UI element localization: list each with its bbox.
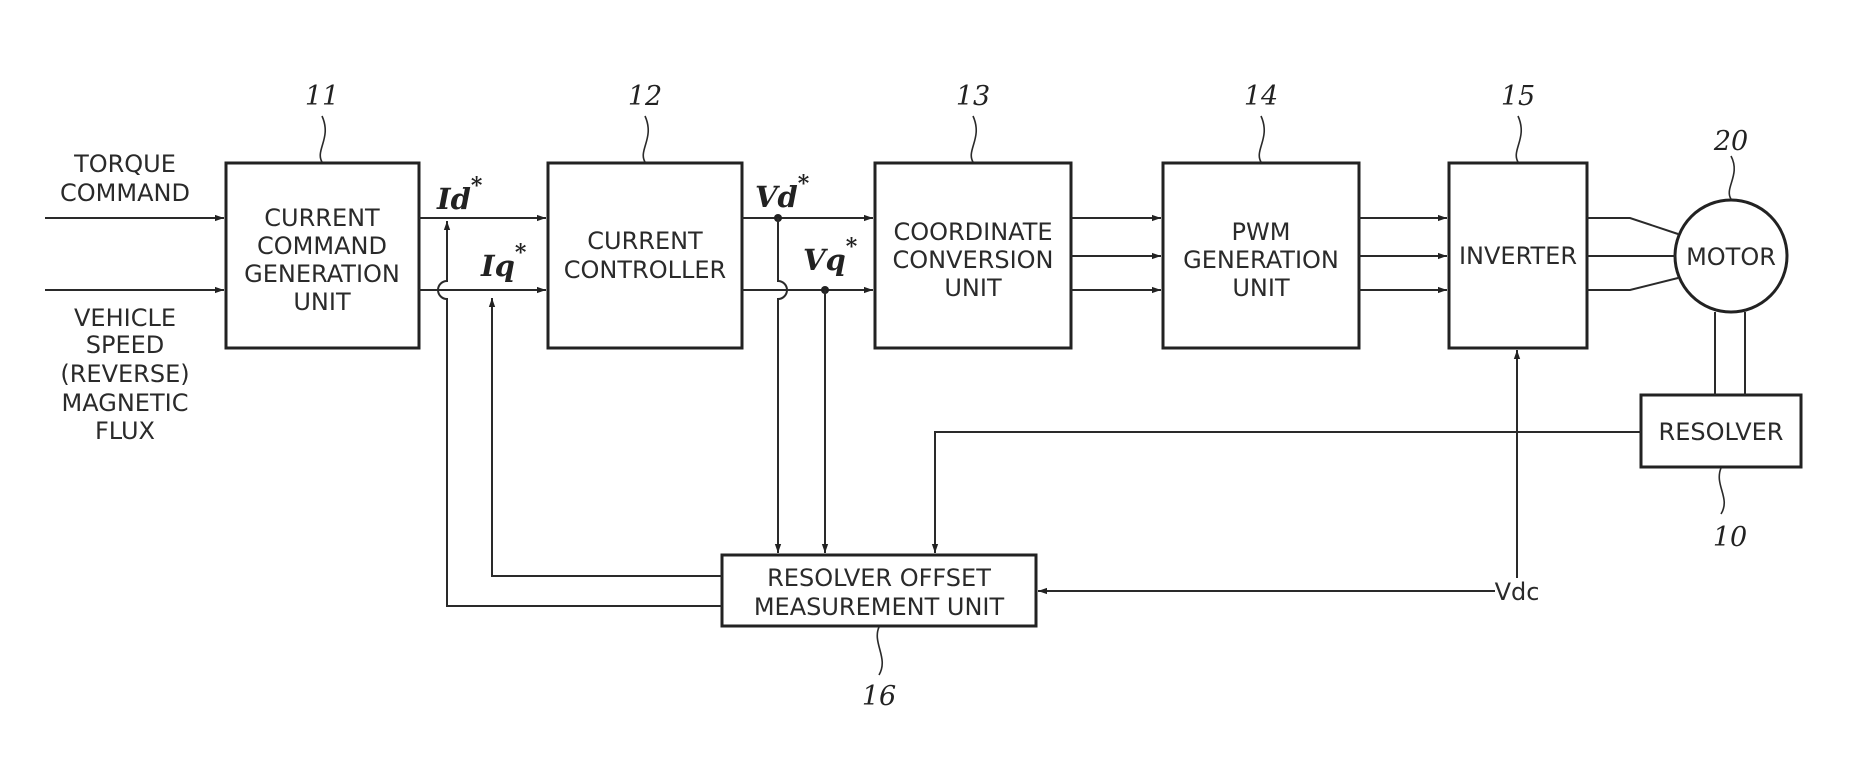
svg-text:COMMAND: COMMAND: [257, 232, 387, 260]
vd-feedback-wire: [778, 218, 787, 553]
svg-text:RESOLVER: RESOLVER: [1659, 418, 1784, 446]
resolver-feedback-wire: [935, 432, 1641, 553]
ref-20: 20: [1713, 126, 1748, 157]
ref-16-leader: [877, 627, 882, 675]
svg-text:CURRENT: CURRENT: [264, 204, 380, 232]
inverter-block: INVERTER: [1449, 163, 1587, 348]
svg-text:TORQUE: TORQUE: [73, 150, 176, 178]
ref-20-leader: [1729, 156, 1734, 199]
svg-text:VEHICLE: VEHICLE: [74, 304, 176, 332]
motor-block: MOTOR: [1675, 200, 1787, 312]
resolver-offset-measurement-block: RESOLVER OFFSET MEASUREMENT UNIT: [722, 555, 1036, 626]
ref-11-leader: [320, 116, 325, 162]
svg-text:RESOLVER OFFSET: RESOLVER OFFSET: [767, 564, 991, 592]
pwm-generation-block: PWM GENERATION UNIT: [1163, 163, 1359, 348]
ref-10-leader: [1719, 468, 1724, 514]
vd-command-label: Vd*: [755, 171, 810, 214]
svg-text:CONTROLLER: CONTROLLER: [564, 256, 726, 284]
svg-text:SPEED: SPEED: [86, 331, 165, 359]
svg-text:MAGNETIC: MAGNETIC: [62, 389, 189, 417]
vehicle-speed-label: VEHICLE SPEED (REVERSE) MAGNETIC FLUX: [60, 304, 189, 445]
svg-text:GENERATION: GENERATION: [244, 260, 400, 288]
vq-command-label: Vq*: [803, 234, 858, 277]
inverter-motor-wire-1: [1587, 218, 1678, 234]
svg-text:COORDINATE: COORDINATE: [893, 218, 1052, 246]
svg-text:INVERTER: INVERTER: [1459, 242, 1577, 270]
ref-12: 12: [628, 81, 662, 112]
ref-15: 15: [1501, 81, 1535, 112]
ref-10: 10: [1713, 522, 1747, 553]
svg-text:FLUX: FLUX: [95, 417, 155, 445]
current-controller-block: CURRENT CONTROLLER: [548, 163, 742, 348]
ref-13-leader: [971, 116, 976, 162]
ref-16: 16: [862, 681, 896, 712]
ref-11: 11: [305, 81, 339, 112]
svg-text:CURRENT: CURRENT: [587, 227, 703, 255]
svg-text:(REVERSE): (REVERSE): [60, 360, 189, 388]
svg-text:PWM: PWM: [1232, 218, 1291, 246]
current-command-generation-block: CURRENT COMMAND GENERATION UNIT: [226, 163, 419, 348]
ref-13: 13: [956, 81, 990, 112]
coordinate-conversion-block: COORDINATE CONVERSION UNIT: [875, 163, 1071, 348]
svg-text:UNIT: UNIT: [944, 274, 1002, 302]
svg-text:MOTOR: MOTOR: [1686, 243, 1776, 271]
ref-12-leader: [643, 116, 648, 162]
id-command-label: Id*: [436, 173, 483, 216]
svg-text:COMMAND: COMMAND: [60, 179, 190, 207]
iq-command-label: Iq*: [480, 240, 527, 283]
ref-14: 14: [1244, 81, 1278, 112]
resolver-block: RESOLVER: [1641, 395, 1801, 467]
svg-text:GENERATION: GENERATION: [1183, 246, 1339, 274]
svg-text:UNIT: UNIT: [293, 288, 351, 316]
ref-14-leader: [1259, 116, 1264, 162]
svg-text:UNIT: UNIT: [1232, 274, 1290, 302]
svg-text:CONVERSION: CONVERSION: [892, 246, 1053, 274]
ref-15-leader: [1516, 116, 1521, 162]
inverter-motor-wire-3: [1587, 278, 1678, 290]
vdc-label: Vdc: [1495, 578, 1540, 606]
torque-command-label: TORQUE COMMAND: [60, 150, 190, 207]
svg-text:MEASUREMENT UNIT: MEASUREMENT UNIT: [754, 593, 1005, 621]
